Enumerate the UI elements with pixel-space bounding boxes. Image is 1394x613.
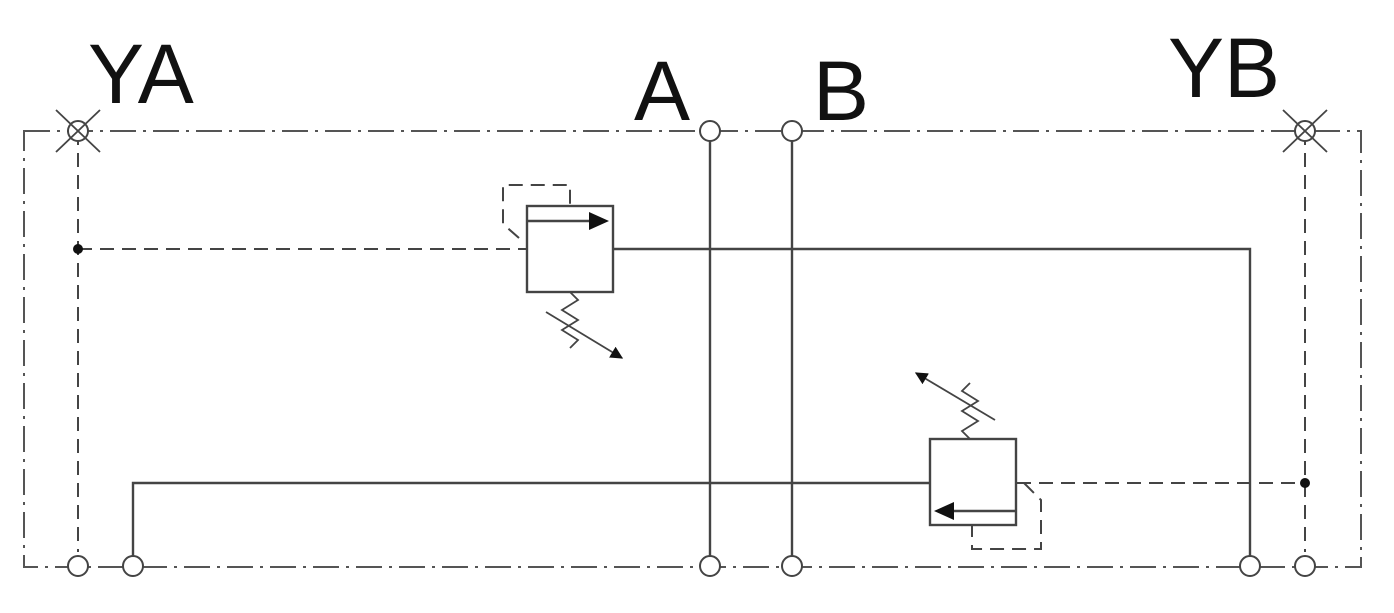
- port-label-a: A: [634, 44, 690, 138]
- port-bottom-return-upper: [1239, 555, 1261, 577]
- port-b-top: [781, 120, 803, 142]
- return-line-lower: [131, 481, 930, 557]
- port-bottom-ya: [67, 555, 89, 577]
- junction-dot-lower: [1300, 478, 1310, 488]
- return-line-upper: [613, 247, 1252, 557]
- enclosure-boundary: [23, 130, 1362, 568]
- port-label-ya: YA: [88, 27, 194, 121]
- port-b-bottom: [781, 555, 803, 577]
- plugged-port-yb: [1282, 109, 1328, 153]
- junction-dot-upper: [73, 244, 83, 254]
- port-a-bottom: [699, 555, 721, 577]
- plugged-port-ya: [55, 109, 101, 153]
- relief-valve-upper: [502, 184, 624, 359]
- port-label-yb: YB: [1168, 21, 1280, 115]
- relief-valve-lower: [914, 372, 1042, 550]
- port-bottom-yb: [1294, 555, 1316, 577]
- port-a-top: [699, 120, 721, 142]
- port-label-b: B: [813, 44, 869, 138]
- port-bottom-return-lower: [122, 555, 144, 577]
